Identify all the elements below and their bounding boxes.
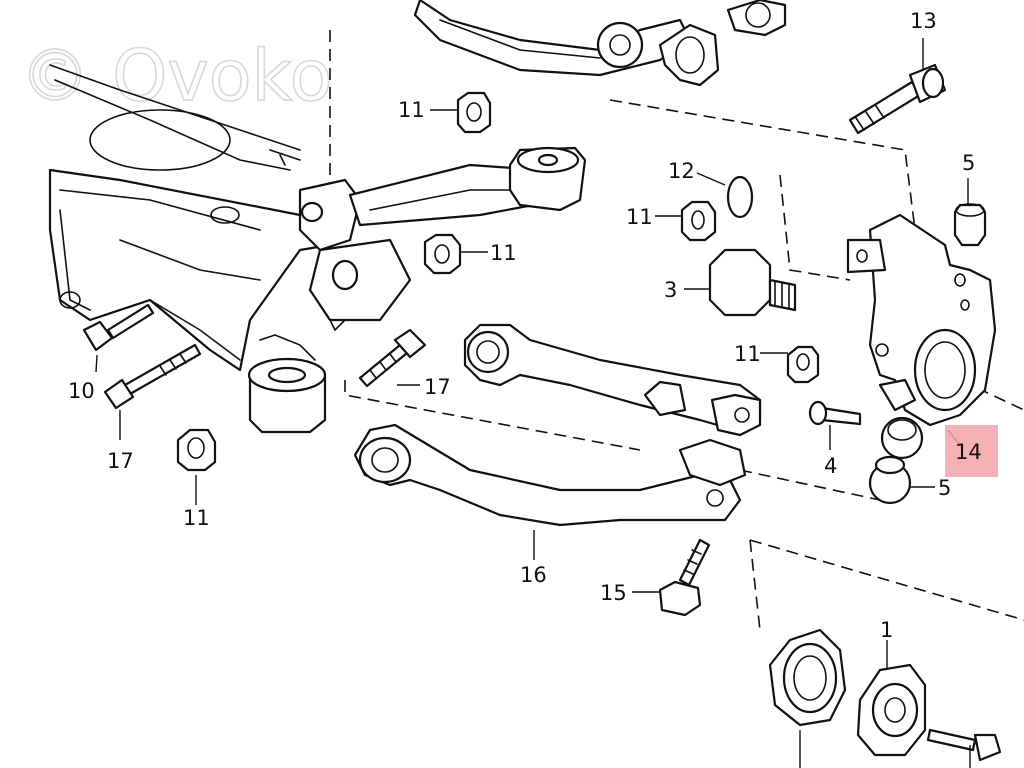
lower-control-arm-16 [353, 423, 747, 527]
highlight-box [945, 425, 998, 477]
callout-10: 10 [68, 379, 95, 403]
ball-joint-3 [708, 248, 797, 317]
callout-11-mid: 11 [490, 241, 517, 265]
washer-12 [726, 175, 754, 219]
bolt-17-left [103, 343, 202, 410]
callout-14: 14 [955, 440, 982, 464]
nut-11-lower [176, 428, 217, 472]
leader-lines [95, 38, 971, 768]
callout-13: 13 [910, 9, 937, 33]
bushing-mount [508, 146, 587, 212]
subframe-bushing [247, 334, 327, 434]
callout-5-lower: 5 [938, 476, 951, 500]
callout-17-mid: 17 [424, 375, 451, 399]
callout-3: 3 [664, 278, 677, 302]
callout-11-top: 11 [398, 98, 425, 122]
callout-4: 4 [824, 454, 837, 478]
nut-11-mid [423, 233, 462, 275]
callout-11-lower: 11 [183, 506, 210, 530]
watermark-text: © Ovoko [20, 35, 332, 117]
callout-labels: 13 5 12 11 11 11 11 11 3 10 17 17 4 14 5… [68, 9, 982, 642]
bolt-15 [658, 538, 711, 617]
bolt-13 [848, 63, 947, 135]
callout-11-arm: 11 [734, 342, 761, 366]
hub-bolt [926, 728, 1002, 762]
bolt-4 [808, 400, 862, 426]
callout-15: 15 [600, 581, 627, 605]
callout-5-upper: 5 [962, 151, 975, 175]
wheel-bearing-housing [846, 213, 997, 427]
callout-12: 12 [668, 159, 695, 183]
wheel-hub-1 [856, 663, 927, 757]
wheel-bearing-flange [768, 628, 847, 727]
callout-17-left: 17 [107, 449, 134, 473]
bolt-10 [82, 303, 155, 352]
upper-control-arm [413, 0, 787, 87]
rear-subframe [48, 64, 562, 372]
transverse-link-upper [463, 323, 762, 437]
bush-5-lower [868, 455, 912, 505]
callout-11-knuckle: 11 [626, 205, 653, 229]
bush-5-upper [953, 203, 987, 247]
nut-11-top [456, 91, 492, 134]
bolt-17-mid [358, 328, 427, 388]
nut-11-knuckle [680, 200, 717, 242]
callout-1: 1 [880, 618, 893, 642]
knuckle-bush [880, 416, 924, 460]
callout-16: 16 [520, 563, 547, 587]
nut-11-arm [786, 345, 820, 384]
